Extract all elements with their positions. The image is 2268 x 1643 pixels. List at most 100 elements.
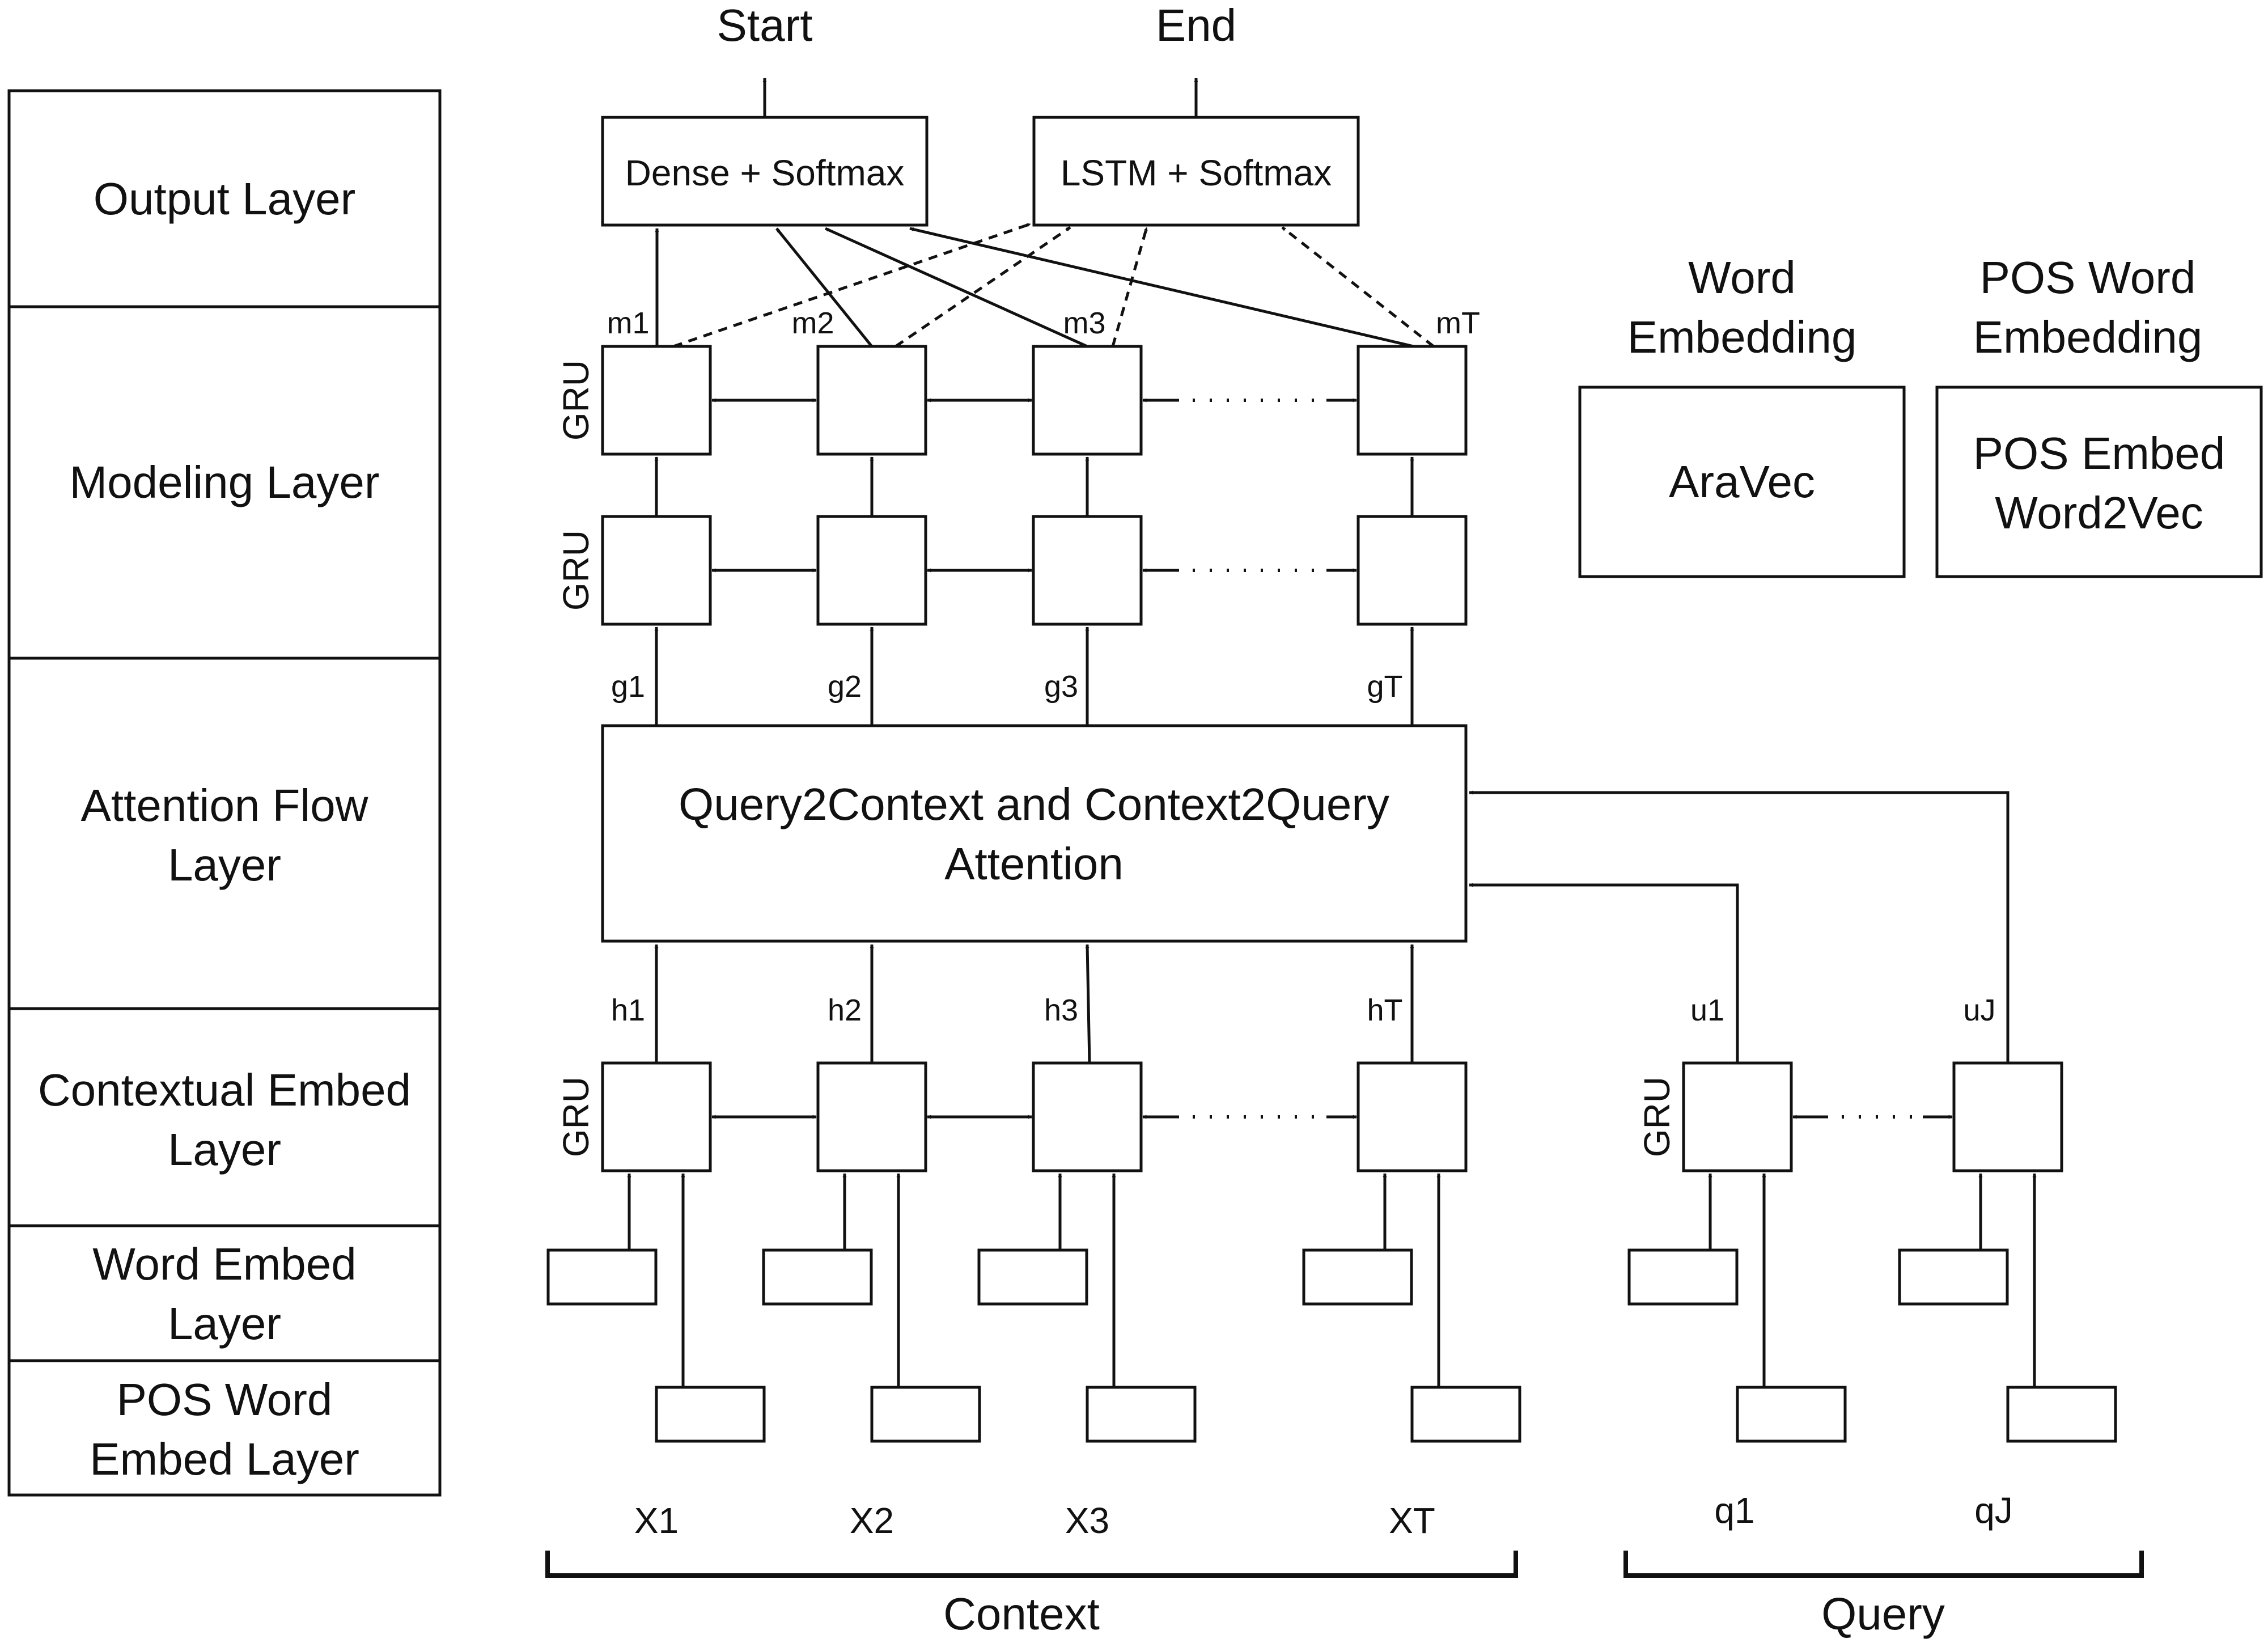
- embedding-inputs: [546, 1173, 2117, 1443]
- hT-label: hT: [1367, 993, 1402, 1027]
- context-gru-cell: [816, 1061, 927, 1172]
- gru-label: GRU: [556, 360, 596, 441]
- g1-label: g1: [611, 670, 645, 704]
- pos-embed-input-box: [1086, 1386, 1197, 1443]
- aravec-box: [1578, 386, 1906, 578]
- pos-embedding-header-line2: Embedding: [1973, 312, 2203, 362]
- embedding-sources: Word Embedding AraVec POS Word Embedding…: [1578, 252, 2263, 578]
- u1-label: u1: [1690, 993, 1724, 1027]
- pos-embed-box: [1935, 386, 2263, 578]
- x3-label: X3: [1065, 1500, 1109, 1541]
- mT-to-dense-arrow: [909, 227, 1414, 348]
- h3-label: h3: [1044, 993, 1078, 1027]
- query-gru-cell: [1952, 1061, 2063, 1172]
- m2-to-dense-arrow: [775, 227, 873, 348]
- m2-to-lstm-arrow: [895, 226, 1071, 348]
- layer-column: Output Layer Modeling Layer Attention Fl…: [7, 89, 442, 1497]
- uJ-arrow: [1469, 790, 2010, 1063]
- word-embed-box: [1898, 1248, 2009, 1306]
- gru-label: GRU: [556, 530, 596, 611]
- m1-label: m1: [607, 306, 649, 340]
- pos-embed-input-box: [655, 1386, 766, 1443]
- start-label: Start: [717, 0, 813, 50]
- modeling-gru-cell: [1356, 345, 1468, 456]
- word-embedding-header-line2: Embedding: [1627, 312, 1857, 362]
- pos-embedding-header: POS Word: [1980, 252, 2196, 303]
- attention-box: [601, 724, 1468, 943]
- x1-label: X1: [634, 1500, 679, 1541]
- output-section: Dense + Softmax LSTM + Softmax Start End…: [601, 0, 1480, 348]
- context-gru-cell: [601, 1061, 712, 1172]
- m1-to-lstm-arrow: [673, 222, 1031, 348]
- g2-label: g2: [828, 670, 862, 704]
- layer-column-frame: [7, 89, 442, 1497]
- lstm-softmax-label: LSTM + Softmax: [1061, 153, 1332, 193]
- word-embed-box: [977, 1248, 1088, 1306]
- m3-to-lstm-arrow: [1111, 227, 1148, 347]
- gru-label: GRU: [556, 1077, 596, 1157]
- x2-label: X2: [850, 1500, 894, 1541]
- pos-layer-label: POS Word: [117, 1374, 333, 1425]
- q1-label: q1: [1714, 1490, 1754, 1531]
- attention-title: Query2Context and Context2Query: [679, 779, 1389, 829]
- query-bracket: [1623, 1551, 2144, 1578]
- gru-label: GRU: [1637, 1077, 1677, 1157]
- m2-label: m2: [791, 306, 834, 340]
- output-layer-label: Output Layer: [94, 173, 356, 224]
- mT-to-lstm-arrow: [1281, 226, 1435, 348]
- attention-section: Query2Context and Context2Query Attentio…: [601, 724, 2010, 1064]
- modeling-gru-cell: [816, 345, 927, 456]
- modeling-gru-cell: [816, 515, 927, 626]
- qJ-label: qJ: [1974, 1490, 2013, 1531]
- m3-label: m3: [1063, 306, 1105, 340]
- u1-arrow: [1469, 883, 1739, 1063]
- mT-label: mT: [1436, 306, 1480, 340]
- h2-label: h2: [828, 993, 862, 1027]
- pos-embed-input-box: [870, 1386, 981, 1443]
- word-embed-box: [546, 1248, 658, 1306]
- modeling-gru-cell: [1032, 345, 1143, 456]
- pos-embed-label-line2: Word2Vec: [1995, 488, 2203, 538]
- modeling-gru-cell: [1356, 515, 1468, 626]
- pos-embed-input-box: [1410, 1386, 1521, 1443]
- query-gru-cell: [1682, 1061, 1793, 1172]
- context-gru-cell: [1356, 1061, 1468, 1172]
- modeling-layer-label: Modeling Layer: [70, 457, 380, 507]
- word-embed-box: [1302, 1248, 1413, 1306]
- word-embedding-header: Word: [1688, 252, 1796, 303]
- modeling-gru-cell: [601, 345, 712, 456]
- contextual-section: GRU GRU: [556, 1061, 2063, 1172]
- modeling-gru-cell: [601, 515, 712, 626]
- end-label: End: [1156, 0, 1236, 50]
- pos-embed-label: POS Embed: [1973, 428, 2225, 478]
- g3-label: g3: [1044, 670, 1078, 704]
- m3-to-dense-arrow: [824, 227, 1088, 348]
- contextual-layer-label-line2: Layer: [168, 1124, 281, 1175]
- dense-softmax-label: Dense + Softmax: [625, 153, 905, 193]
- context-gru-cell: [1032, 1061, 1143, 1172]
- attention-title-line2: Attention: [944, 839, 1124, 889]
- word-embed-box: [1627, 1248, 1739, 1306]
- pos-embed-input-box: [2006, 1386, 2117, 1443]
- contextual-layer-label: Contextual Embed: [38, 1065, 411, 1115]
- word-embed-box: [762, 1248, 873, 1306]
- gT-label: gT: [1367, 670, 1402, 704]
- word-embed-layer-label-line2: Layer: [168, 1298, 281, 1349]
- modeling-gru-cell: [1032, 515, 1143, 626]
- uJ-label: uJ: [1963, 993, 1995, 1027]
- word-embed-layer-label: Word Embed: [92, 1239, 356, 1289]
- context-label: Context: [943, 1589, 1100, 1639]
- context-bracket: [545, 1551, 1518, 1578]
- query-label: Query: [1821, 1589, 1945, 1639]
- attention-layer-label: Attention Flow: [81, 780, 368, 831]
- pos-layer-label-line2: Embed Layer: [90, 1434, 359, 1484]
- modeling-section: GRU GRU g1 g2 g3 gT: [556, 345, 1468, 726]
- xT-label: XT: [1389, 1500, 1435, 1541]
- h1-label: h1: [611, 993, 645, 1027]
- aravec-label: AraVec: [1669, 456, 1815, 507]
- h3-arrow: [1085, 944, 1091, 1064]
- dense-softmax-box: [601, 116, 929, 227]
- attention-layer-label-line2: Layer: [168, 840, 281, 890]
- input-tokens: X1 X2 X3 XT q1 qJ Context Query: [545, 1490, 2144, 1639]
